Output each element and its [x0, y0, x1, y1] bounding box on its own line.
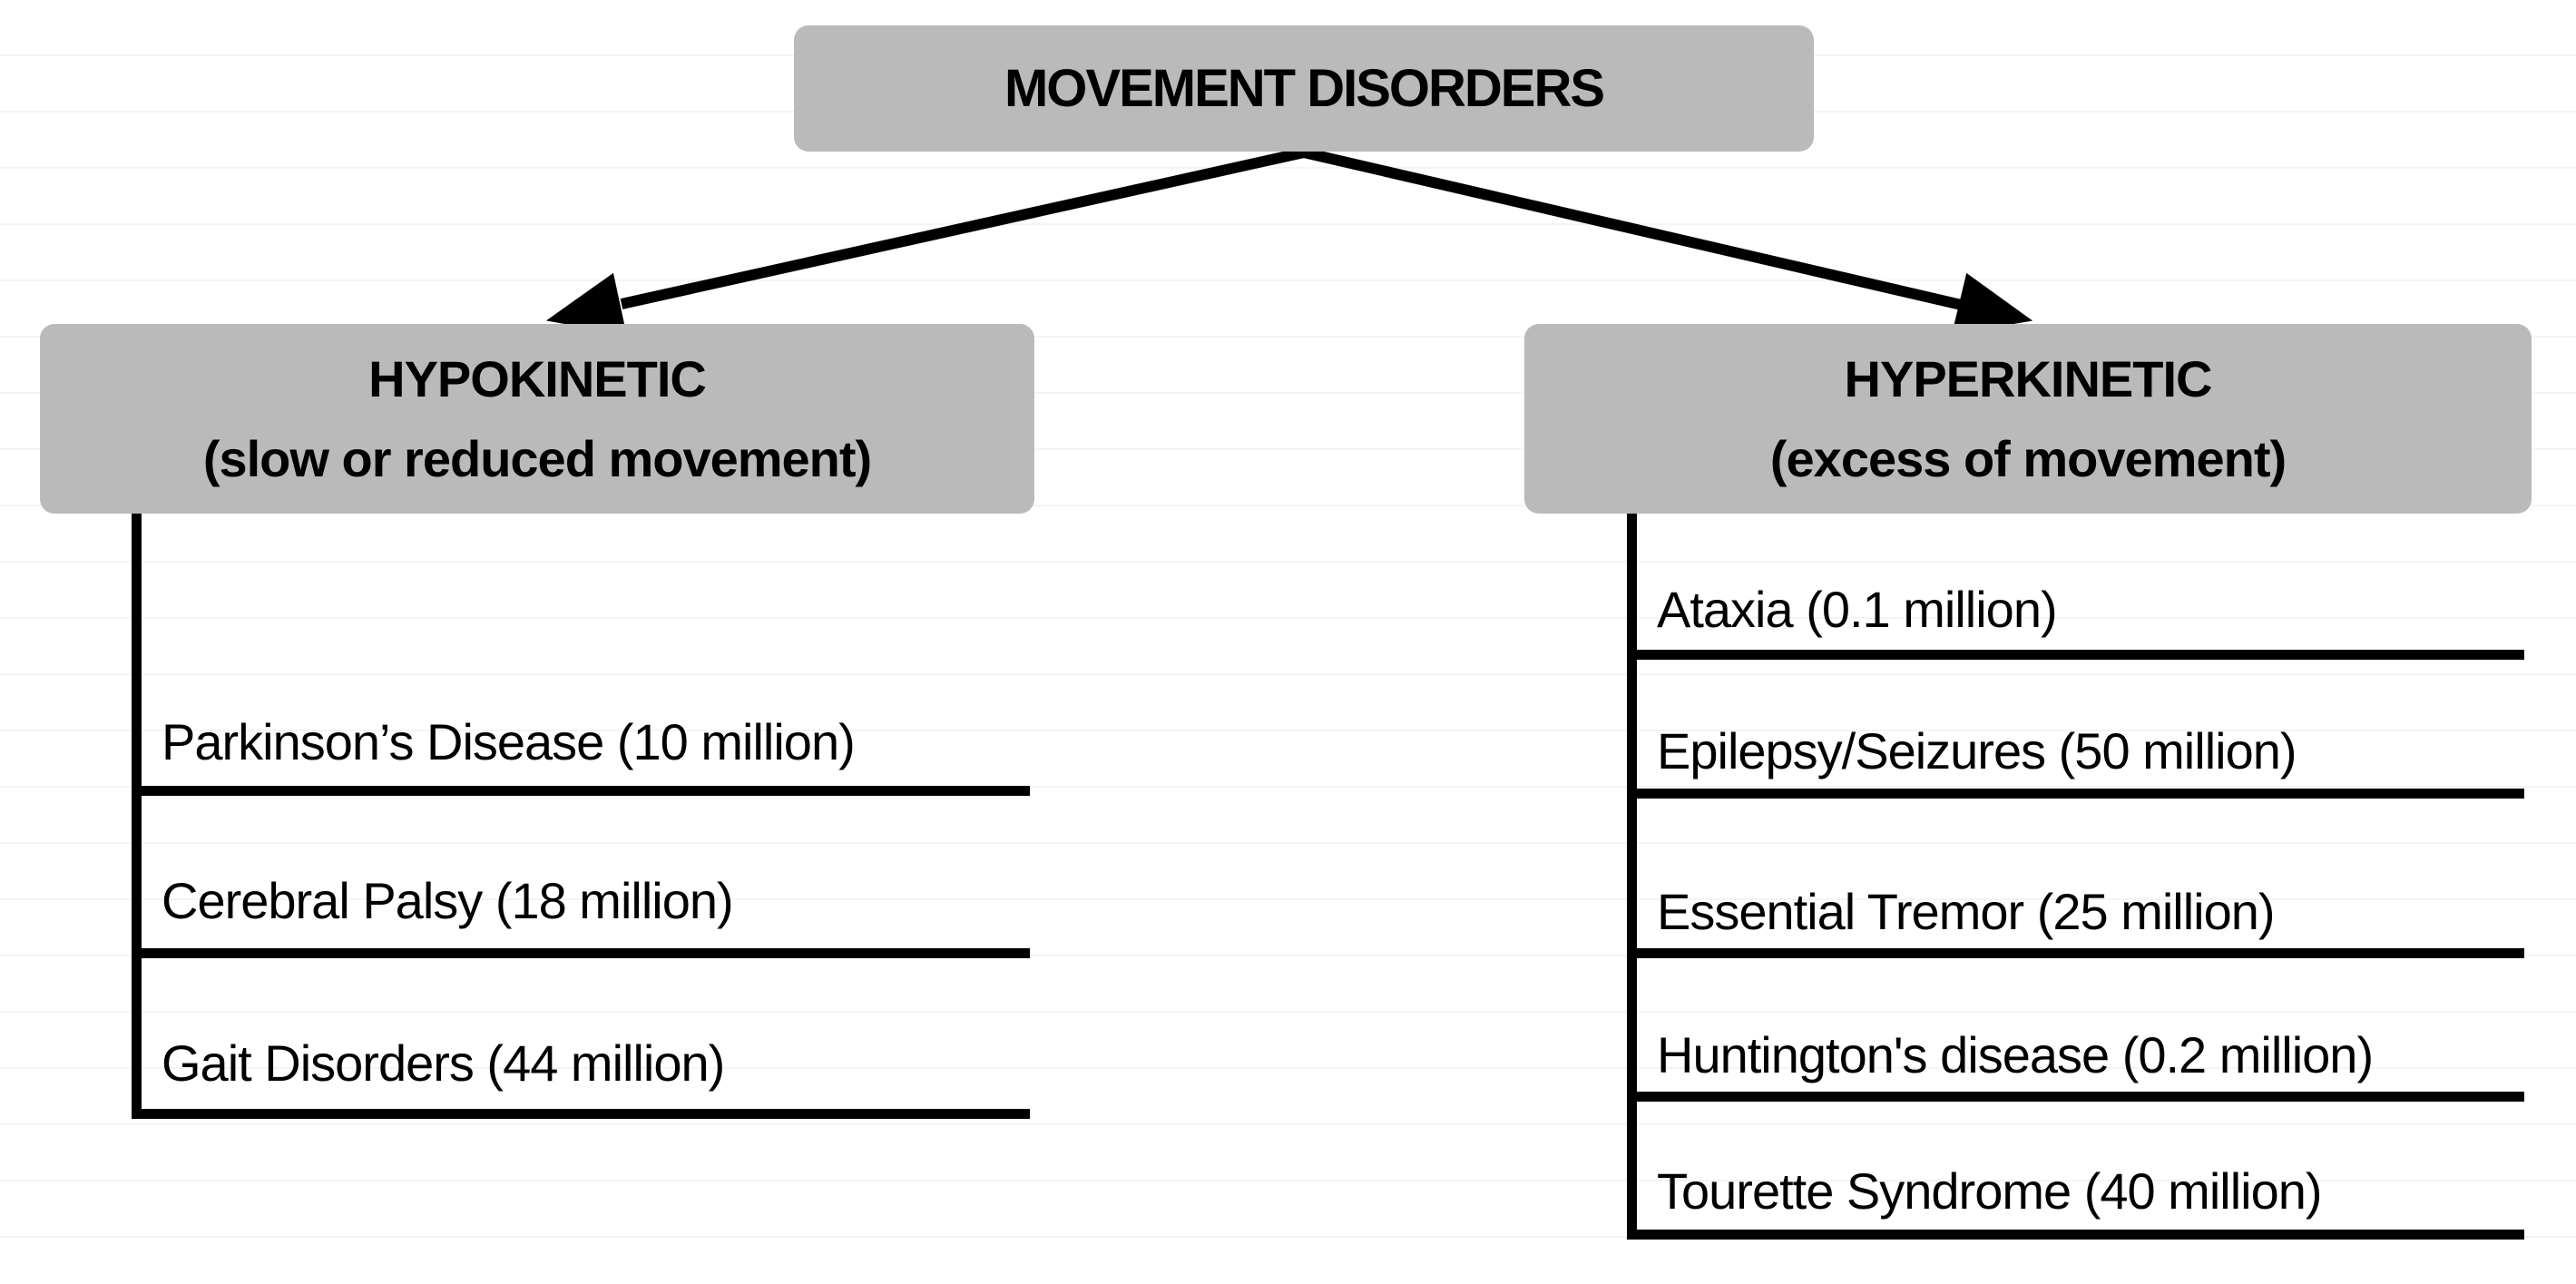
- list-item-essential-tremor: Essential Tremor (25 million): [1657, 883, 2276, 940]
- list-item-ataxia: Ataxia (0.1 million): [1657, 581, 2058, 638]
- hyperkinetic-item-rule-2: [1627, 789, 2524, 799]
- list-item-gait-disorders: Gait Disorders (44 million): [162, 1034, 725, 1092]
- hyperkinetic-heading: HYPERKINETIC: [1844, 349, 2213, 407]
- arrowhead-hyperkinetic-icon: [1952, 272, 2033, 335]
- list-item-parkinsons-disease: Parkinson’s Disease (10 million): [162, 713, 856, 770]
- hyperkinetic-item-rule-1: [1627, 650, 2524, 660]
- hypokinetic-vertical-connector: [132, 511, 142, 1119]
- hyperkinetic-item-rule-4: [1627, 1092, 2524, 1102]
- hypokinetic-item-rule-3: [132, 1109, 1030, 1119]
- root-node-movement-disorders: MOVEMENT DISORDERS: [794, 25, 1814, 152]
- arrow-line-to-hypokinetic: [620, 147, 1306, 309]
- hypokinetic-item-rule-2: [132, 948, 1030, 958]
- hypokinetic-item-rule-1: [132, 786, 1030, 796]
- hyperkinetic-item-rule-3: [1627, 948, 2524, 958]
- hypokinetic-subheading: (slow or reduced movement): [202, 429, 872, 487]
- hyperkinetic-item-rule-5: [1627, 1230, 2524, 1240]
- arrow-line-to-hyperkinetic: [1302, 147, 1967, 311]
- list-item-huntingtons-disease: Huntington's disease (0.2 million): [1657, 1026, 2374, 1083]
- list-item-cerebral-palsy: Cerebral Palsy (18 million): [162, 872, 734, 929]
- diagram-title: MOVEMENT DISORDERS: [1004, 59, 1605, 118]
- branch-node-hyperkinetic: HYPERKINETIC (excess of movement): [1524, 324, 2532, 514]
- hyperkinetic-subheading: (excess of movement): [1769, 429, 2287, 487]
- arrowhead-hypokinetic-icon: [545, 272, 627, 336]
- list-item-epilepsy-seizures: Epilepsy/Seizures (50 million): [1657, 722, 2297, 779]
- hypokinetic-heading: HYPOKINETIC: [368, 349, 707, 407]
- list-item-tourette-syndrome: Tourette Syndrome (40 million): [1657, 1162, 2323, 1220]
- hyperkinetic-vertical-connector: [1627, 511, 1637, 1240]
- branch-node-hypokinetic: HYPOKINETIC (slow or reduced movement): [40, 324, 1034, 514]
